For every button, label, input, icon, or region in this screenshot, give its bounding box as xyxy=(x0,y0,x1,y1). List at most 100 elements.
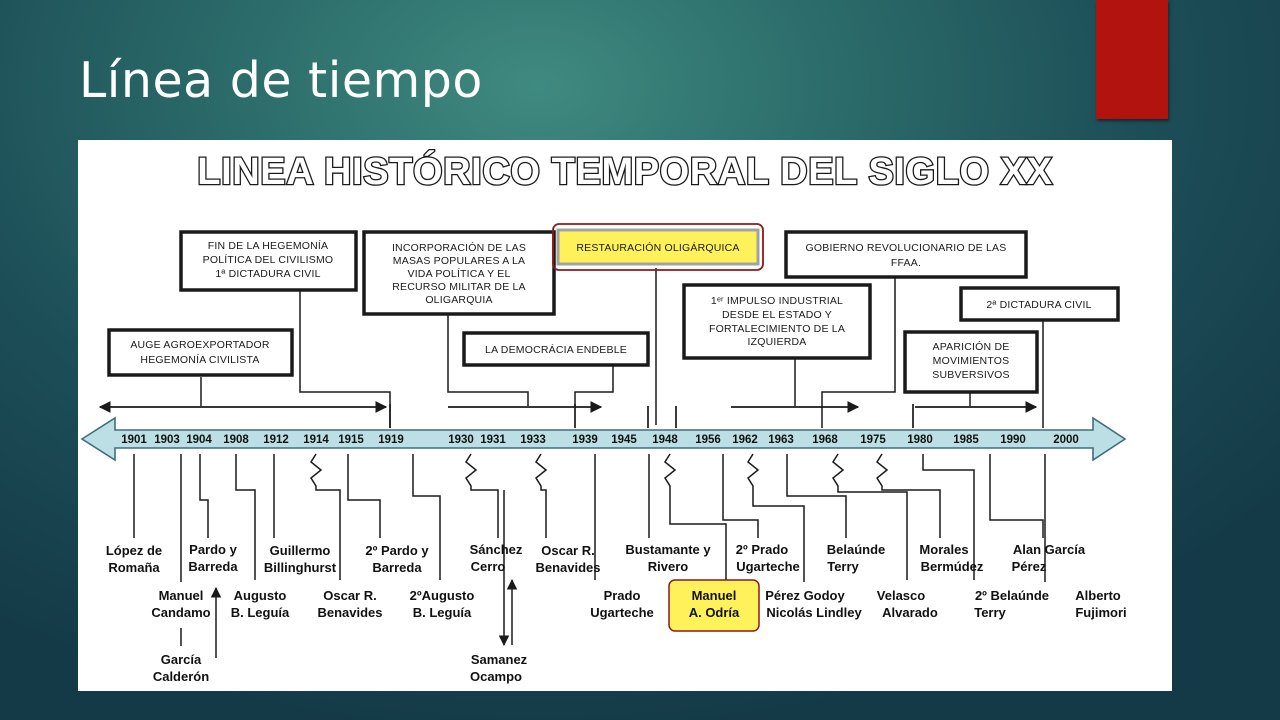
svg-text:1931: 1931 xyxy=(480,434,506,446)
svg-text:Pardo y: Pardo y xyxy=(189,542,237,557)
svg-text:Sánchez: Sánchez xyxy=(470,542,523,557)
period-box-fin-hegemonia: FIN DE LA HEGEMONÍA POLÍTICA DEL CIVILIS… xyxy=(179,230,358,292)
president-benavides-1: Oscar R. Benavides xyxy=(317,588,382,620)
period-box-gobierno-revolucionario: GOBIERNO REVOLUCIONARIO DE LAS FFAA. xyxy=(784,230,1028,279)
svg-text:Morales: Morales xyxy=(919,542,968,557)
svg-text:1901: 1901 xyxy=(121,434,147,446)
president-samanez-ocampo: Samanez Ocampo xyxy=(470,652,528,684)
svg-text:1975: 1975 xyxy=(860,434,886,446)
svg-text:Alan García: Alan García xyxy=(1013,542,1086,557)
president-lopez: López de Romaña xyxy=(106,543,162,575)
president-sanchez-cerro: Sánchez Cerro xyxy=(470,542,523,574)
president-pardo-2: 2º Pardo y Barreda xyxy=(365,543,429,575)
period-box-democracia: LA DEMOCRÁCIA ENDEBLE xyxy=(462,331,650,367)
svg-text:Nicolás Lindley: Nicolás Lindley xyxy=(766,605,862,620)
president-bustamante: Bustamante y Rivero xyxy=(625,542,711,574)
svg-text:Belaúnde: Belaúnde xyxy=(827,542,886,557)
svg-text:Samanez: Samanez xyxy=(471,652,528,667)
svg-text:Ugarteche: Ugarteche xyxy=(590,605,654,620)
president-pardo-1: Pardo y Barreda xyxy=(188,542,238,574)
svg-text:Ocampo: Ocampo xyxy=(470,669,522,684)
svg-text:POLÍTICA DEL CIVILISMO: POLÍTICA DEL CIVILISMO xyxy=(203,253,334,266)
period-box-aparicion: APARICIÓN DE MOVIMIENTOS SUBVERSIVOS xyxy=(903,330,1039,394)
svg-text:Cerro: Cerro xyxy=(471,559,506,574)
president-alan-garcia: Alan García Pérez xyxy=(1012,542,1086,574)
president-godoy-lindley: Pérez Godoy Nicolás Lindley xyxy=(765,588,862,620)
period-box-segunda-dictadura: 2ª DICTADURA CIVIL xyxy=(959,286,1120,322)
svg-text:LA DEMOCRÁCIA ENDEBLE: LA DEMOCRÁCIA ENDEBLE xyxy=(485,343,627,356)
svg-text:HEGEMONÍA CIVILISTA: HEGEMONÍA CIVILISTA xyxy=(140,353,259,366)
timeline-years: 1901 1903 1904 1908 1912 1914 1915 1919 … xyxy=(121,434,1079,446)
svg-text:Barreda: Barreda xyxy=(372,560,422,575)
svg-text:Manuel: Manuel xyxy=(159,588,204,603)
svg-text:APARICIÓN DE: APARICIÓN DE xyxy=(933,340,1010,353)
svg-text:1956: 1956 xyxy=(695,434,721,446)
svg-text:1933: 1933 xyxy=(520,434,546,446)
svg-text:1915: 1915 xyxy=(338,434,364,446)
svg-text:Oscar R.: Oscar R. xyxy=(323,588,376,603)
president-leguia-1: Augusto B. Leguía xyxy=(231,588,290,620)
svg-text:Pérez: Pérez xyxy=(1012,559,1047,574)
svg-text:Bermúdez: Bermúdez xyxy=(921,559,984,574)
svg-text:Oscar R.: Oscar R. xyxy=(541,543,594,558)
svg-text:Alvarado: Alvarado xyxy=(882,605,938,620)
svg-text:Romaña: Romaña xyxy=(108,560,160,575)
svg-text:OLIGARQUIA: OLIGARQUIA xyxy=(425,294,492,306)
president-fujimori: Alberto Fujimori xyxy=(1075,588,1126,620)
svg-text:AUGE AGROEXPORTADOR: AUGE AGROEXPORTADOR xyxy=(130,339,270,351)
svg-text:DESDE EL ESTADO Y: DESDE EL ESTADO Y xyxy=(722,309,832,321)
svg-text:2º Prado: 2º Prado xyxy=(736,542,788,557)
president-connectors xyxy=(133,453,1046,658)
timeline-panel: LINEA HISTÓRICO TEMPORAL DEL SIGLO XX AU… xyxy=(78,140,1172,691)
svg-text:1ª DICTADURA CIVIL: 1ª DICTADURA CIVIL xyxy=(215,268,320,280)
svg-text:1919: 1919 xyxy=(378,434,404,446)
svg-text:B. Leguía: B. Leguía xyxy=(413,605,472,620)
svg-text:García: García xyxy=(161,652,202,667)
svg-text:Rivero: Rivero xyxy=(648,559,689,574)
svg-text:1948: 1948 xyxy=(652,434,678,446)
period-arrows xyxy=(98,401,1038,428)
svg-text:MASAS POPULARES A LA: MASAS POPULARES A LA xyxy=(393,255,525,267)
slide-title: Línea de tiempo xyxy=(79,52,483,109)
president-odria: Manuel A. Odría xyxy=(668,579,760,632)
svg-text:Terry: Terry xyxy=(974,605,1006,620)
svg-text:Benavides: Benavides xyxy=(317,605,382,620)
period-box-incorporacion: INCORPORACIÓN DE LAS MASAS POPULARES A L… xyxy=(362,230,556,316)
svg-text:Fujimori: Fujimori xyxy=(1075,605,1126,620)
president-velasco: Velasco Alvarado xyxy=(877,588,938,620)
president-benavides-2: Oscar R. Benavides xyxy=(535,543,600,575)
svg-text:1963: 1963 xyxy=(768,434,794,446)
svg-text:INCORPORACIÓN DE LAS: INCORPORACIÓN DE LAS xyxy=(392,241,526,254)
timeline-bar xyxy=(80,416,1127,462)
svg-text:1912: 1912 xyxy=(263,434,289,446)
svg-text:1945: 1945 xyxy=(611,434,637,446)
president-belaunde-2: 2º Belaúnde Terry xyxy=(974,588,1049,620)
svg-text:1903: 1903 xyxy=(154,434,180,446)
svg-text:Guillermo: Guillermo xyxy=(270,543,331,558)
svg-text:VIDA POLÍTICA Y EL: VIDA POLÍTICA Y EL xyxy=(407,267,510,280)
svg-text:Alberto: Alberto xyxy=(1075,588,1121,603)
timeline-diagram: LINEA HISTÓRICO TEMPORAL DEL SIGLO XX AU… xyxy=(80,148,1127,684)
svg-text:GOBIERNO REVOLUCIONARIO DE LAS: GOBIERNO REVOLUCIONARIO DE LAS xyxy=(806,242,1007,254)
svg-text:MOVIMIENTOS: MOVIMIENTOS xyxy=(933,355,1010,367)
box-connectors xyxy=(200,268,1044,428)
svg-text:SUBVERSIVOS: SUBVERSIVOS xyxy=(932,369,1009,381)
svg-text:2000: 2000 xyxy=(1053,434,1079,446)
president-leguia-2: 2ºAugusto B. Leguía xyxy=(410,588,475,620)
svg-text:FIN DE LA HEGEMONÍA: FIN DE LA HEGEMONÍA xyxy=(208,239,329,252)
svg-text:RESTAURACIÓN OLIGÁRQUICA: RESTAURACIÓN OLIGÁRQUICA xyxy=(576,241,739,254)
president-billinghurst: Guillermo Billinghurst xyxy=(264,543,337,575)
period-box-impulso-industrial: 1ᵉʳ IMPULSO INDUSTRIAL DESDE EL ESTADO Y… xyxy=(682,283,872,360)
svg-text:FORTALECIMIENTO DE LA: FORTALECIMIENTO DE LA xyxy=(709,323,845,335)
svg-text:A. Odría: A. Odría xyxy=(689,605,740,620)
president-garcia-calderon: García Calderón xyxy=(153,652,209,684)
president-candamo: Manuel Candamo xyxy=(151,588,210,620)
svg-text:FFAA.: FFAA. xyxy=(891,257,921,269)
svg-text:Terry: Terry xyxy=(827,559,859,574)
svg-text:Calderón: Calderón xyxy=(153,669,209,684)
period-box-auge: AUGE AGROEXPORTADOR HEGEMONÍA CIVILISTA xyxy=(107,328,294,377)
svg-text:Benavides: Benavides xyxy=(535,560,600,575)
svg-text:1939: 1939 xyxy=(572,434,598,446)
svg-text:Bustamante y: Bustamante y xyxy=(625,542,711,557)
svg-text:Manuel: Manuel xyxy=(692,588,737,603)
